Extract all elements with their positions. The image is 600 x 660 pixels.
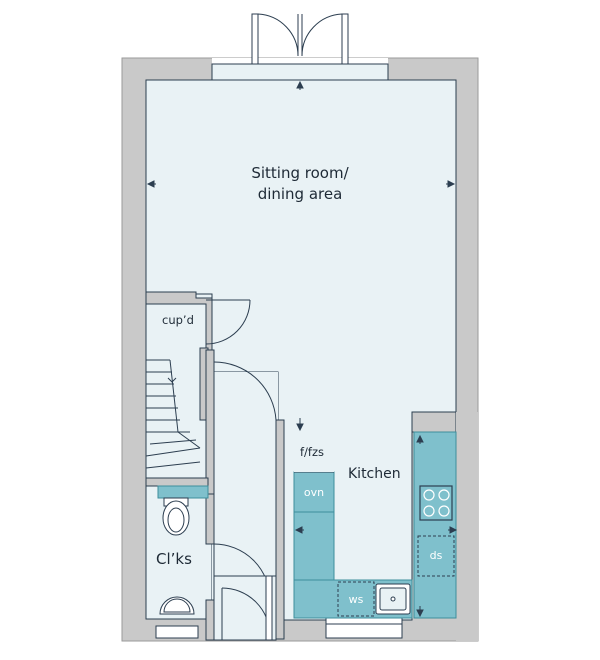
kitchen-window bbox=[325, 617, 403, 639]
oven-label: ovn bbox=[304, 486, 324, 499]
dimension-markers bbox=[146, 80, 458, 618]
hallway-door bbox=[213, 361, 277, 421]
french-doors bbox=[251, 13, 349, 65]
kitchen-label: Kitchen bbox=[348, 466, 401, 482]
wc-toilet bbox=[162, 497, 190, 536]
fridge-freezer-label: f/fzs bbox=[300, 445, 324, 459]
cloaks-basin bbox=[159, 596, 195, 615]
cloaks-label: Cl’ks bbox=[156, 550, 192, 568]
cloaks-right-wall-lower bbox=[205, 599, 215, 641]
cupboard-label: cup’d bbox=[162, 313, 194, 327]
hallway-right-wall bbox=[275, 419, 285, 640]
hallway-left-wall bbox=[205, 349, 215, 495]
stairs-floor bbox=[145, 293, 213, 620]
sink bbox=[375, 583, 411, 615]
front-door bbox=[213, 575, 277, 641]
cloaks-top-wall bbox=[145, 477, 209, 487]
hob bbox=[419, 485, 453, 521]
cupboard-door bbox=[205, 299, 251, 345]
kitchen-notch-wall bbox=[411, 411, 457, 433]
fridge-freezer-space bbox=[294, 428, 334, 472]
dishwasher-label: ds bbox=[430, 549, 443, 562]
dishwasher-space bbox=[417, 535, 455, 577]
cloaks-window bbox=[155, 625, 199, 639]
wc-cistern bbox=[157, 485, 209, 499]
sitting-room-label-line1: Sitting room/ bbox=[251, 164, 349, 182]
cloaks-right-wall bbox=[205, 493, 215, 545]
top-door-sill bbox=[211, 63, 389, 81]
staircase bbox=[145, 359, 206, 481]
washer-space bbox=[337, 581, 375, 617]
sitting-room-label-line2: dining area bbox=[258, 185, 343, 203]
right-lower-wall bbox=[456, 412, 478, 641]
washer-label: ws bbox=[349, 593, 364, 606]
